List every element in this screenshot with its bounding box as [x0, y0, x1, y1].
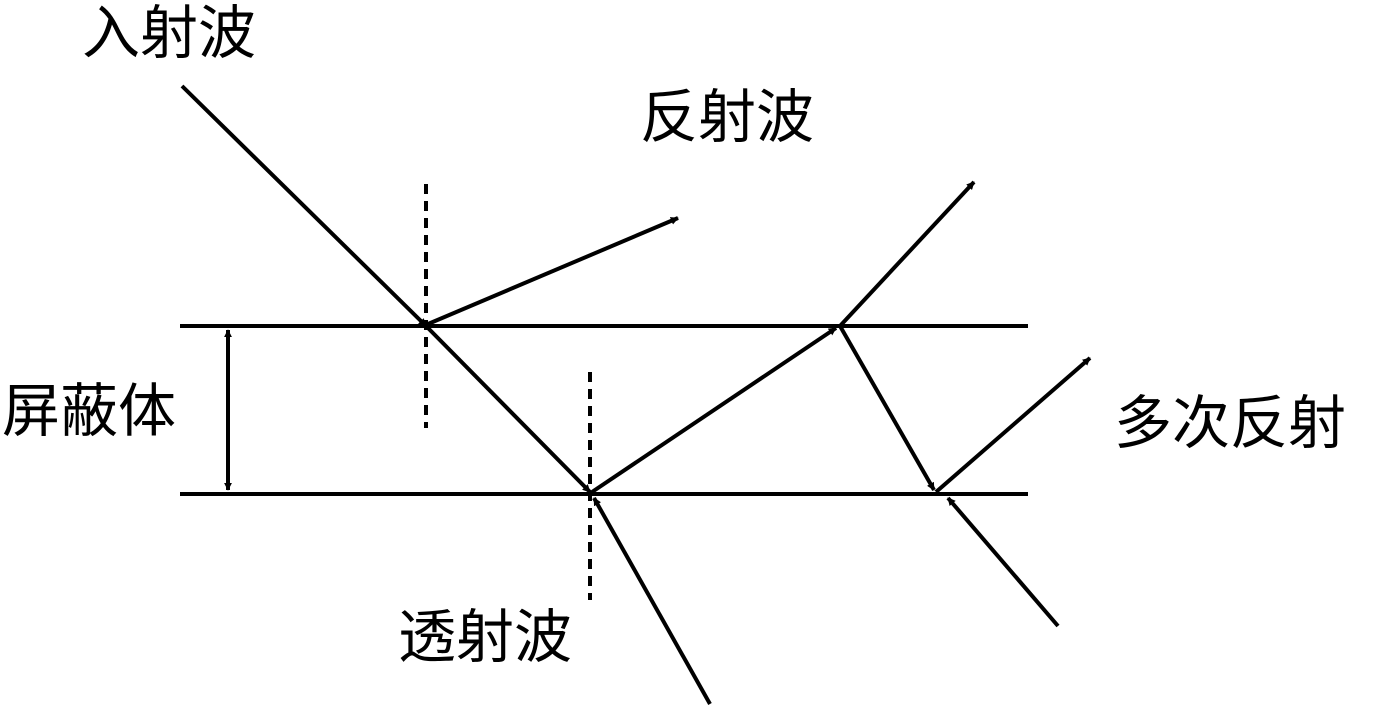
incident-wave-label: 入射波 — [82, 0, 257, 67]
incident-wave-arrow — [180, 84, 428, 328]
top-exit-wave-arrow — [838, 180, 976, 328]
refracted-wave-arrow — [426, 326, 592, 494]
second-transmitted-wave-arrow — [946, 496, 1060, 628]
reflected-wave-arrow — [427, 216, 679, 326]
transmitted-wave-arrow — [592, 497, 712, 705]
reflected-wave-label: 反射波 — [640, 83, 815, 151]
multiple-reflection-label: 多次反射 — [1114, 389, 1347, 457]
internal-reflection-arrow-down — [838, 325, 936, 491]
internal-reflection-arrow-up — [590, 326, 838, 494]
shield-label: 屏蔽体 — [2, 377, 177, 445]
multiple-reflection-exit-arrow — [934, 356, 1092, 494]
transmitted-wave-label: 透射波 — [398, 603, 573, 671]
